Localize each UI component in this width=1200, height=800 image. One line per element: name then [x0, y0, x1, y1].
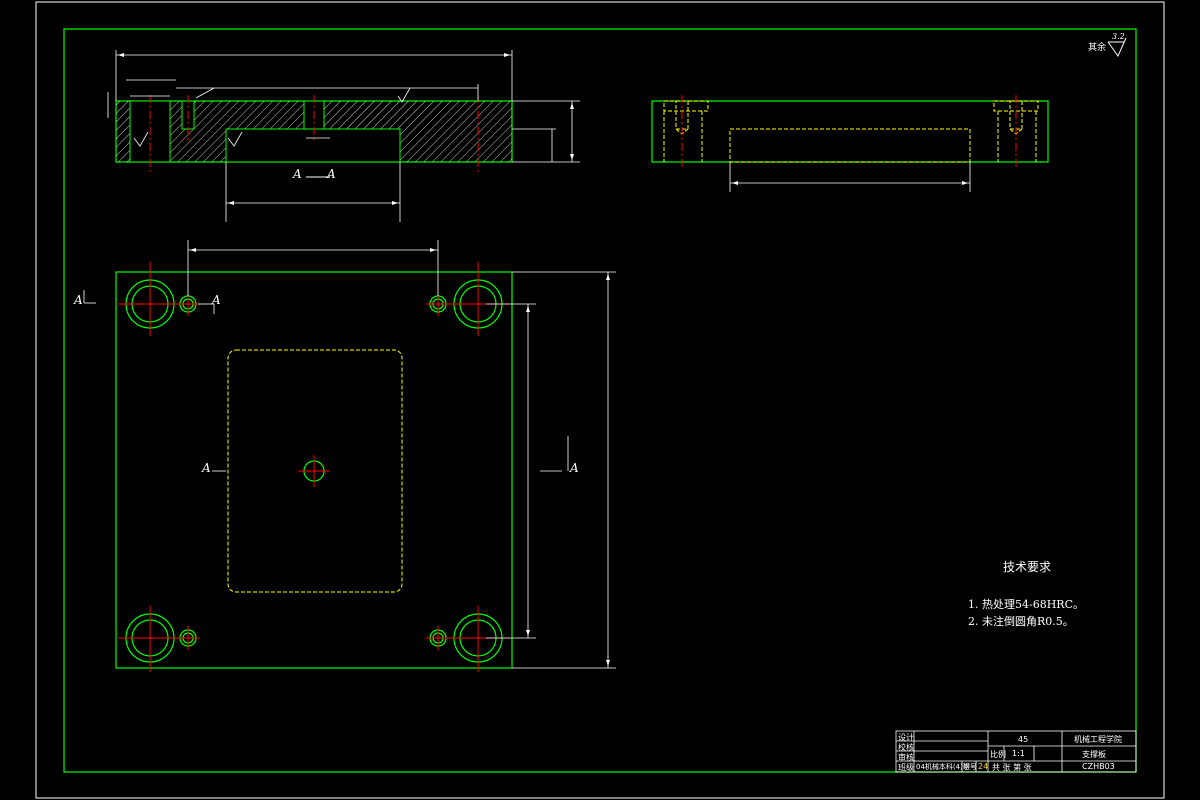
tb-part-name: 支撑板 [1082, 750, 1106, 759]
tb-check: 校核 [898, 743, 914, 752]
plan-view [83, 240, 616, 672]
tb-class-info: 04机械本科(4)班 [916, 763, 970, 771]
tb-design: 设计 [898, 733, 914, 742]
cut-label-a-3: A [202, 461, 211, 475]
tech-requirement-2: 2. 未注倒圆角R0.5。 [968, 615, 1074, 628]
tb-review: 审核 [898, 753, 914, 762]
roughness-value: 3.2 [1112, 32, 1125, 41]
tb-sheet: 共 张 第 张 [992, 763, 1032, 772]
tb-class: 班级 [898, 763, 914, 772]
tb-scale-value: 1:1 [1012, 749, 1025, 758]
section-view [107, 50, 580, 222]
cut-label-a-2: A [212, 293, 221, 307]
outer-frame [35, 1, 1165, 799]
tb-material: 45 [1018, 735, 1029, 744]
tb-scale-label: 比例 [990, 750, 1006, 759]
roughness-symbol [1107, 37, 1127, 58]
tb-drawing-no: CZHB03 [1082, 762, 1115, 771]
tb-student-val: 24 [978, 762, 989, 771]
tech-requirements-title: 技术要求 [1003, 560, 1052, 574]
title-block [895, 730, 1137, 773]
section-label-a-left: A [293, 167, 302, 181]
cut-label-a-4: A [570, 461, 579, 475]
cut-label-a-1: A [74, 293, 83, 307]
side-view [651, 95, 1049, 192]
tb-school: 机械工程学院 [1074, 735, 1122, 744]
tb-student-no: 学号 [963, 763, 977, 771]
section-label-a-right: A [327, 167, 336, 181]
roughness-label: 其余 [1088, 43, 1107, 53]
inner-frame [63, 28, 1137, 773]
tech-requirement-1: 1. 热处理54-68HRC。 [968, 598, 1084, 611]
